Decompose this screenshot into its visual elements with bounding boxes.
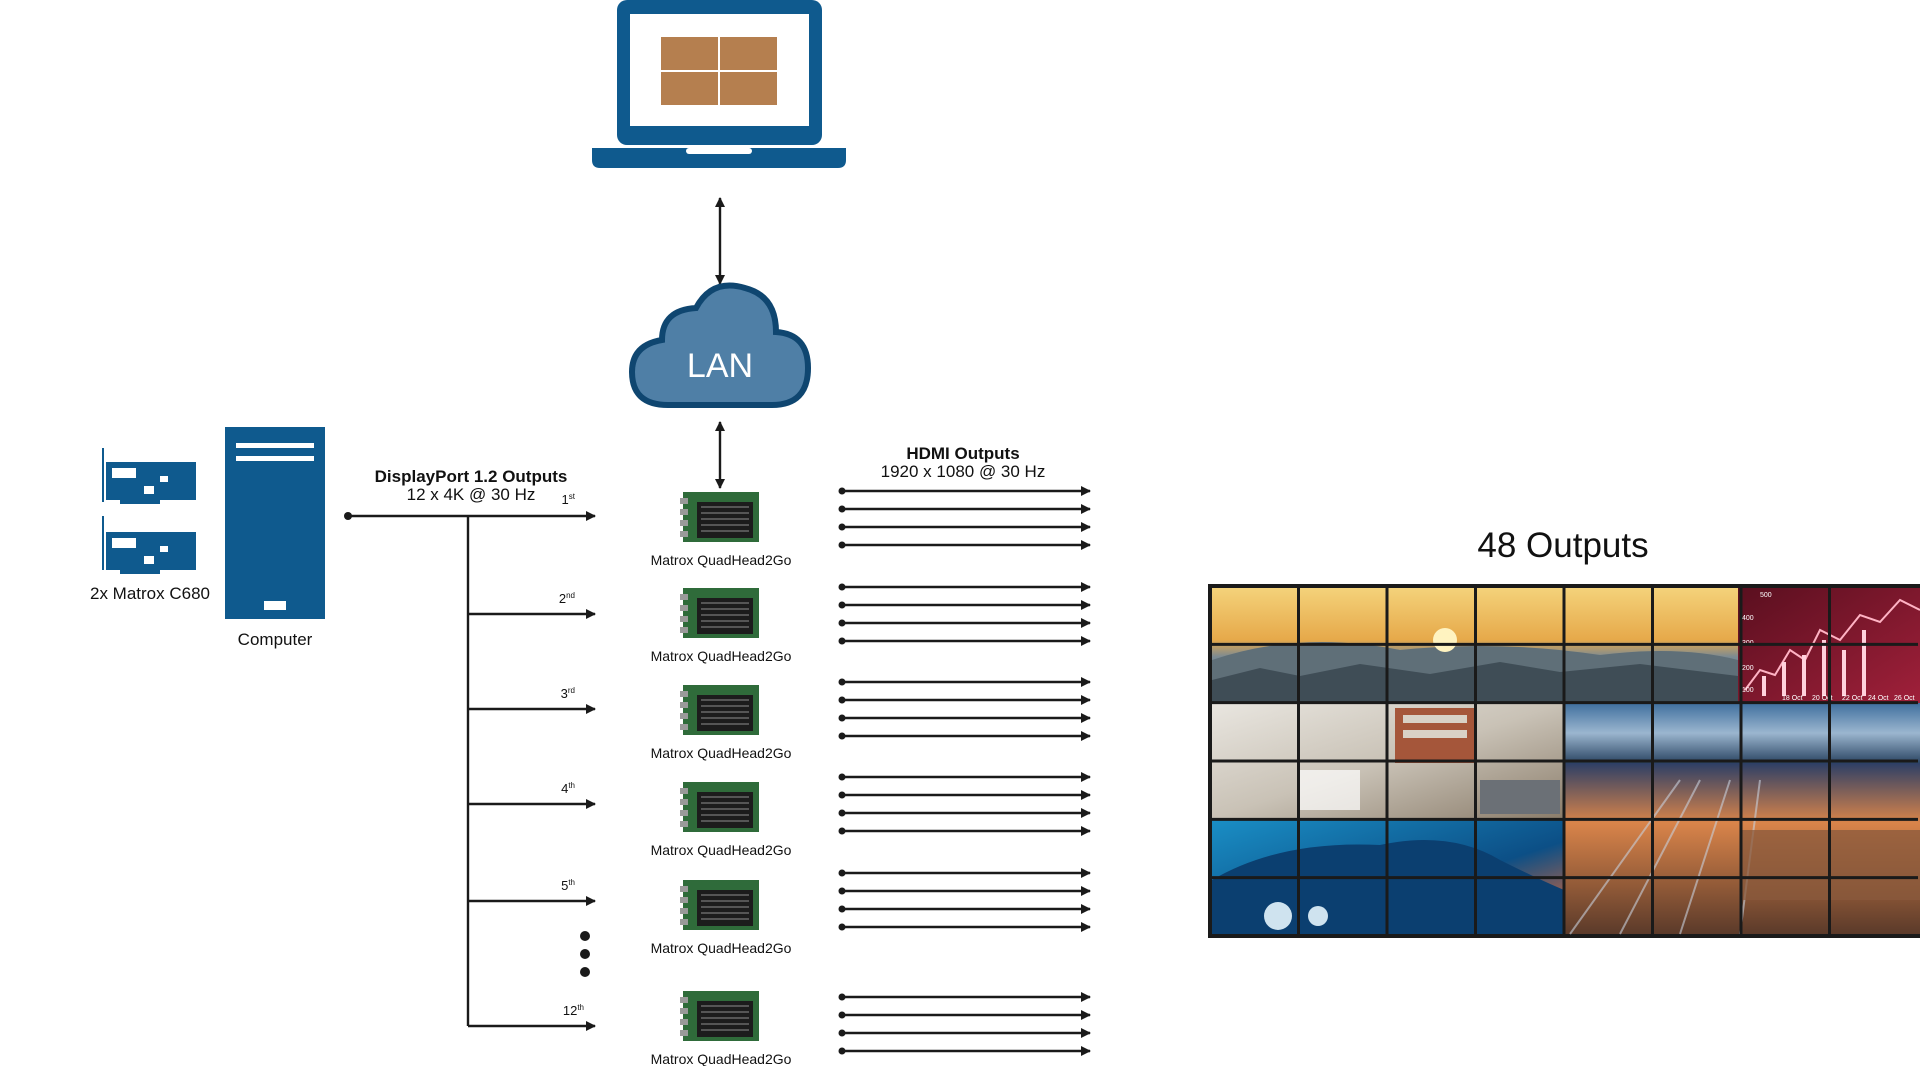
- graphics-cards-label: 2x Matrox C680: [90, 584, 210, 603]
- quadhead2go-board-icon: [680, 492, 759, 542]
- hdmi-source-dot: [838, 696, 846, 704]
- quadhead2go-board-icon: [680, 991, 759, 1041]
- hdmi-source-dot: [838, 791, 846, 799]
- device-label: Matrox QuadHead2Go: [651, 1051, 792, 1066]
- source-dot: [344, 512, 352, 520]
- chart-tick: 400: [1742, 615, 1754, 622]
- tower-computer-icon: [225, 427, 325, 619]
- graphics-card-icon: [102, 516, 196, 574]
- computer-label: Computer: [238, 630, 313, 649]
- quadhead2go-board-icon: [680, 685, 759, 735]
- device-label: Matrox QuadHead2Go: [651, 648, 792, 664]
- hdmi-source-dot: [838, 637, 846, 645]
- chart-tick: 18 Oct: [1782, 695, 1803, 702]
- chart-tick: 20 Oct: [1812, 695, 1833, 702]
- video-wall: 500 400 300 200 100 18 Oct 20 Oct 22 Oct…: [1208, 584, 1920, 938]
- hdmi-source-dot: [838, 773, 846, 781]
- chart-tick: 100: [1742, 687, 1754, 694]
- hdmi-source-dot: [838, 923, 846, 931]
- device-label: Matrox QuadHead2Go: [651, 940, 792, 956]
- quadhead2go-board-icon: [680, 588, 759, 638]
- ordinal-label: 3rd: [561, 686, 575, 701]
- chart-tick: 500: [1760, 592, 1772, 599]
- chart-tick: 200: [1742, 665, 1754, 672]
- hdmi-source-dot: [838, 714, 846, 722]
- hdmi-source-dot: [838, 1047, 846, 1055]
- chart-tick: 22 Oct: [1842, 695, 1863, 702]
- ordinal-label: 12th: [563, 1003, 584, 1018]
- hdmi-source-dot: [838, 523, 846, 531]
- hdmi-source-dot: [838, 905, 846, 913]
- hdmi-title: HDMI Outputs: [906, 444, 1019, 463]
- chart-tick: 26 Oct: [1894, 695, 1915, 702]
- hdmi-source-dot: [838, 619, 846, 627]
- hdmi-source-dot: [838, 487, 846, 495]
- hdmi-source-dot: [838, 869, 846, 877]
- device-label: Matrox QuadHead2Go: [651, 842, 792, 858]
- hdmi-source-dot: [838, 505, 846, 513]
- device-label: Matrox QuadHead2Go: [651, 552, 792, 568]
- ellipsis-dots: [580, 931, 590, 977]
- device-label: Matrox QuadHead2Go: [651, 745, 792, 761]
- ordinal-label: 5th: [561, 878, 575, 893]
- hdmi-source-dot: [838, 1029, 846, 1037]
- videowall-title: 48 Outputs: [1477, 526, 1648, 565]
- laptop-icon: [592, 0, 846, 168]
- hdmi-source-dot: [838, 541, 846, 549]
- cloud-icon: LAN: [628, 282, 812, 408]
- hdmi-source-dot: [838, 732, 846, 740]
- hdmi-source-dot: [838, 601, 846, 609]
- displayport-title: DisplayPort 1.2 Outputs: [375, 467, 568, 486]
- lan-label: LAN: [687, 347, 753, 385]
- ordinal-label: 2nd: [559, 591, 575, 606]
- hdmi-source-dot: [838, 1011, 846, 1019]
- displayport-spec: 12 x 4K @ 30 Hz: [407, 485, 536, 504]
- hdmi-source-dot: [838, 993, 846, 1001]
- chart-tick: 24 Oct: [1868, 695, 1889, 702]
- hdmi-source-dot: [838, 678, 846, 686]
- hdmi-source-dot: [838, 809, 846, 817]
- quadhead2go-board-icon: [680, 782, 759, 832]
- graphics-card-icon: [102, 448, 196, 504]
- hdmi-source-dot: [838, 583, 846, 591]
- ordinal-label: 1st: [562, 492, 576, 507]
- hdmi-source-dot: [838, 827, 846, 835]
- ordinal-label: 4th: [561, 781, 575, 796]
- hdmi-spec: 1920 x 1080 @ 30 Hz: [881, 462, 1046, 481]
- hdmi-source-dot: [838, 887, 846, 895]
- quadhead2go-board-icon: [680, 880, 759, 930]
